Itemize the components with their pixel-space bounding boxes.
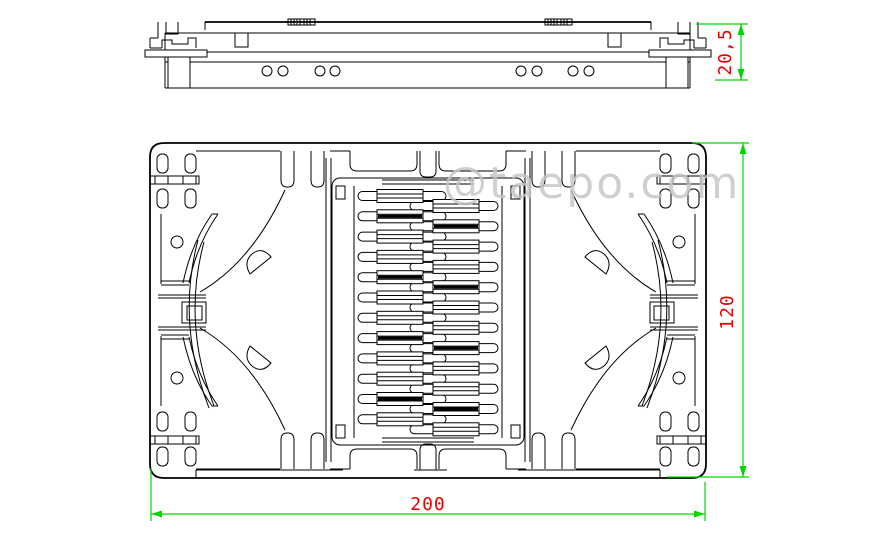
splice-holder: [432, 381, 480, 396]
watermark-text: @taepo.com: [443, 158, 740, 209]
splice-holder: [432, 300, 480, 315]
boss-right: [607, 32, 622, 48]
side-view: [144, 18, 712, 89]
dim-label-side-height: 20,5: [715, 28, 736, 75]
main-view: [149, 142, 707, 479]
tray-outline: [149, 142, 707, 479]
splice-holder: [376, 229, 424, 244]
splice-holder: [376, 249, 424, 264]
entry-finger: [280, 151, 295, 188]
splice-holder: [432, 199, 480, 213]
splice-holder: [376, 371, 424, 386]
splice-holder: [376, 351, 424, 366]
splice-sleeve: [378, 275, 422, 279]
hinge-slot: [184, 153, 197, 174]
dimension-tray-width: 200: [150, 468, 706, 521]
splice-holder: [376, 290, 424, 305]
splice-holder: [432, 320, 480, 335]
center-stem: [419, 443, 437, 470]
splice-holder: [432, 259, 480, 274]
hinge-slot: [184, 188, 197, 209]
splice-holder: [432, 422, 480, 437]
dim-label-tray-height: 120: [717, 294, 738, 330]
splice-cassette: [331, 151, 525, 470]
hinge-slot: [156, 153, 169, 174]
serration-left: [287, 18, 316, 26]
dimension-tray-height: 120: [667, 142, 749, 478]
splice-holder: [376, 189, 424, 203]
rivet-holes: [261, 65, 595, 77]
splice-sleeve: [378, 214, 422, 218]
splice-sleeve: [434, 224, 478, 228]
half-moon-retainer: [246, 250, 272, 275]
splice-comb: [357, 189, 499, 437]
splice-holder: [432, 239, 480, 254]
hinge-slot: [156, 188, 169, 209]
hinge-bar: [149, 175, 200, 185]
splice-sleeve: [378, 397, 422, 401]
splice-holder: [376, 412, 424, 427]
side-latch: [158, 158, 332, 462]
corner-quadrant: [149, 150, 418, 293]
dim-label-tray-width: 200: [410, 494, 446, 515]
splice-sleeve: [434, 407, 478, 411]
cassette-frame: [331, 177, 525, 446]
splice-holder: [432, 361, 480, 376]
dimension-side-height: 20,5: [696, 23, 748, 81]
entry-finger: [310, 151, 325, 188]
serration-right: [544, 18, 573, 26]
latch-clip: [144, 22, 208, 89]
splice-sleeve: [434, 346, 478, 350]
boss-left: [234, 32, 249, 48]
splice-holder: [376, 310, 424, 325]
splice-sleeve: [434, 285, 478, 289]
center-tab: [419, 151, 437, 178]
guide-hole: [170, 235, 184, 249]
splice-sleeve: [378, 336, 422, 340]
